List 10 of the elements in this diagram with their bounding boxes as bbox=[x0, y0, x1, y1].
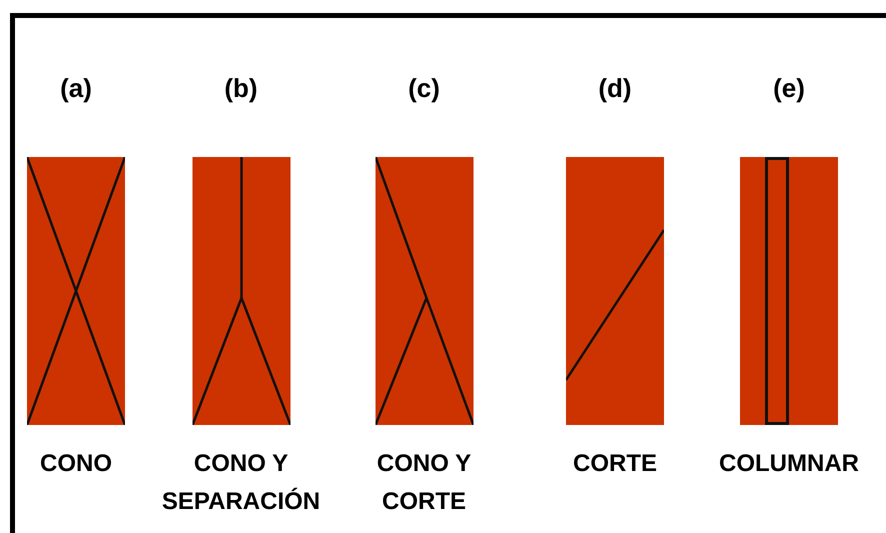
fracture-type-label: COLUMNAR bbox=[719, 449, 859, 479]
panel-letter: (e) bbox=[773, 72, 805, 105]
fracture-type-label: CONO Y SEPARACIÓN bbox=[160, 449, 322, 517]
panel-letter: (d) bbox=[598, 72, 632, 105]
fracture-type-label: CONO Y CORTE bbox=[376, 449, 472, 517]
panel-letter: (b) bbox=[224, 72, 258, 105]
fracture-type-label: CORTE bbox=[573, 449, 657, 479]
panel-letter: (c) bbox=[408, 72, 440, 105]
fracture-type-label: CONO bbox=[40, 449, 112, 479]
panel-letter: (a) bbox=[60, 72, 92, 105]
